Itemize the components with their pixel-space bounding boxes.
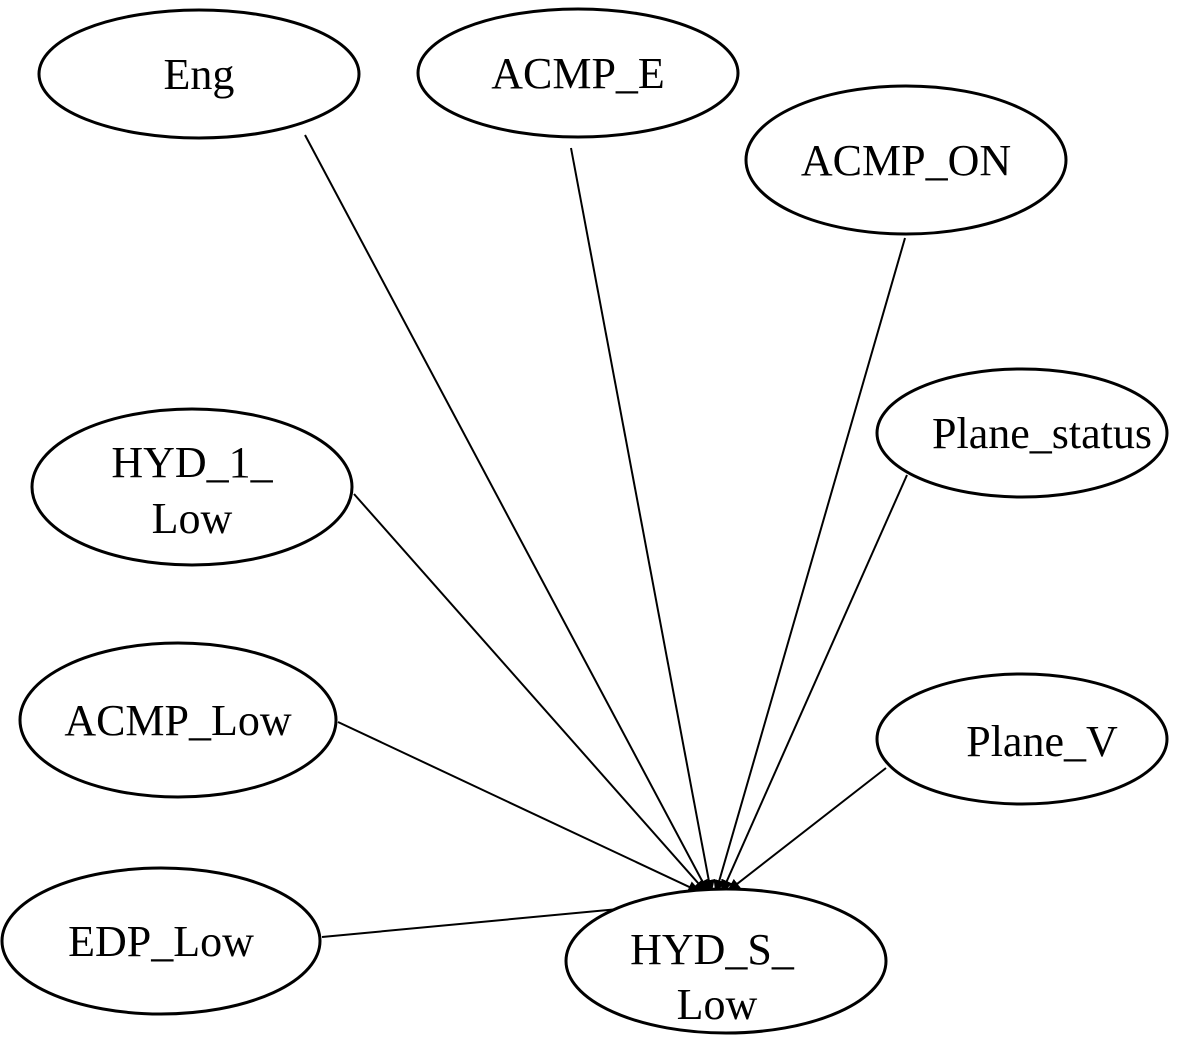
node-hyd-s-low-label-line2: Low [677, 980, 758, 1029]
node-acmp-on: ACMP_ON [744, 84, 1068, 236]
node-acmp-e-label: ACMP_E [491, 49, 665, 98]
edge-hyd-1-low-to-hyd-s-low [353, 493, 708, 894]
node-acmp-e: ACMP_E [416, 7, 740, 139]
node-hyd-s-low-label-line1: HYD_S_ [630, 925, 795, 974]
node-plane-v-ellipse [875, 672, 1169, 806]
node-acmp-e-ellipse [416, 7, 740, 139]
node-edp-low: EDP_Low [0, 866, 322, 1016]
edge-acmp-e-to-hyd-s-low [570, 147, 715, 894]
node-acmp-on-label: ACMP_ON [801, 136, 1011, 185]
node-eng-label: Eng [164, 50, 235, 99]
node-acmp-low-ellipse [18, 641, 338, 799]
node-eng: Eng [37, 8, 361, 140]
edge-plane-v-to-hyd-s-low [726, 767, 887, 893]
node-hyd-s-low: HYD_S_ Low [564, 887, 888, 1035]
node-hyd-1-low-label-line2: Low [152, 494, 233, 543]
node-acmp-low-label: ACMP_Low [64, 696, 292, 745]
node-eng-ellipse [37, 8, 361, 140]
node-plane-status: Plane_status [875, 367, 1169, 499]
node-edp-low-label: EDP_Low [68, 917, 254, 966]
edge-acmp-on-to-hyd-s-low [713, 237, 906, 894]
node-edp-low-ellipse [0, 866, 322, 1016]
edge-plane-status-to-hyd-s-low [721, 474, 908, 894]
node-plane-v: Plane_V [875, 672, 1169, 806]
node-plane-status-label: Plane_status [932, 409, 1152, 458]
edge-acmp-low-to-hyd-s-low [337, 721, 702, 893]
node-hyd-s-low-ellipse [564, 887, 888, 1035]
node-acmp-low: ACMP_Low [18, 641, 338, 799]
node-acmp-on-ellipse [744, 84, 1068, 236]
node-plane-status-ellipse [875, 367, 1169, 499]
node-hyd-1-low-label-line1: HYD_1_ [111, 438, 273, 487]
node-hyd-1-low-ellipse [30, 407, 354, 567]
node-plane-v-label: Plane_V [966, 717, 1118, 766]
nodes-layer: Eng ACMP_E ACMP_ON Plane_status HYD_1_ L… [0, 7, 1169, 1035]
edges-layer [304, 134, 908, 938]
node-hyd-1-low: HYD_1_ Low [30, 407, 354, 567]
edge-eng-to-hyd-s-low [304, 134, 709, 894]
